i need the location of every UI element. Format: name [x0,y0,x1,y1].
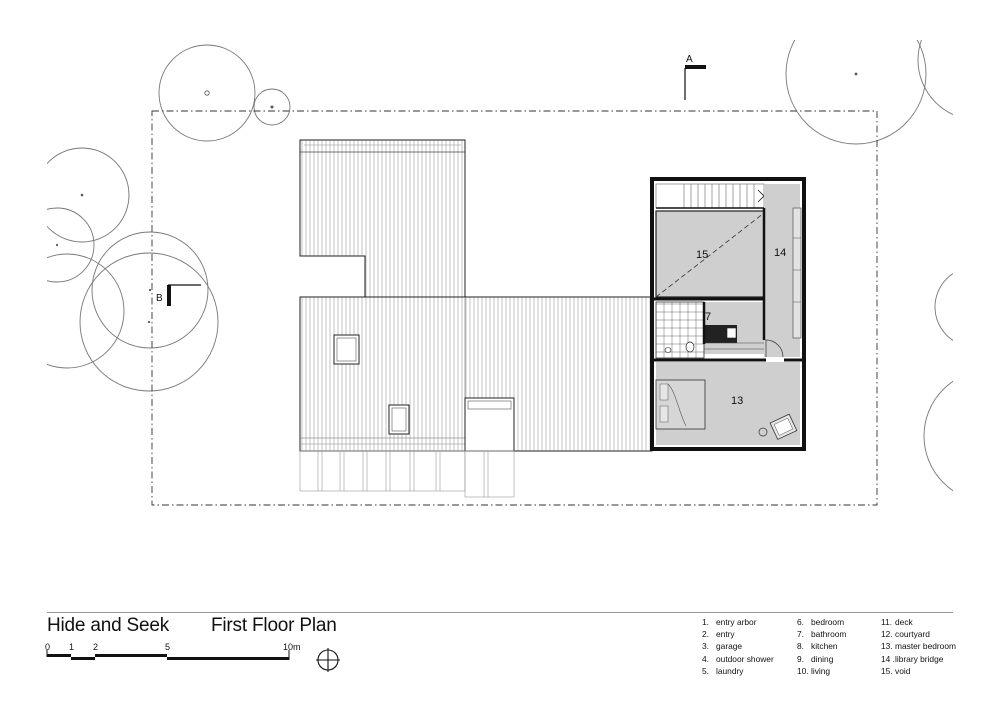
legend-label: master bedroom [895,641,956,652]
legend-label: garage [716,641,743,652]
scale-label: 2 [93,642,99,652]
tree-canopy [47,253,125,369]
legend-label: bedroom [811,617,845,627]
void-room [655,210,765,298]
legend-item: 13.master bedroom [881,640,956,652]
roof-opening [464,397,515,452]
legend-number: 12. [881,629,893,640]
legend-column: 1. entry arbor 2. entry 3. garage 4. outdoor sh… [702,616,774,677]
tree-canopy [934,273,953,341]
legend-number: 14 . [881,653,895,664]
roof-areas [299,139,653,452]
tree-canopy [923,380,953,492]
legend-label: entry arbor [716,617,757,627]
tree-trunks [55,72,858,324]
scale-label: 10m [283,642,301,652]
stair [655,183,765,209]
legend-number: 2. [702,629,709,640]
trees [47,40,953,492]
scale-bar [46,650,290,660]
legend-number: 9. [797,653,804,664]
legend-item: 10.living [797,665,846,677]
tree-canopy [47,207,95,283]
tree-canopy [785,40,927,145]
sheet-title: First Floor Plan [211,615,337,636]
legend-item: 7. bathroom [797,628,846,640]
first-floor-rooms [650,177,806,451]
legend-label: void [895,665,911,676]
shower-tiles [655,301,705,359]
tree-canopy [91,231,209,349]
section-marker-b [167,284,201,306]
section-label-a: A [686,54,693,65]
section-marker-a [684,65,706,100]
legend-item: 6. bedroom [797,616,846,628]
room-number-void: 15 [696,249,708,261]
legend-number: 7. [797,629,804,640]
legend-item: 4. outdoor shower [702,653,774,665]
skylight [333,334,360,365]
legend-number: 15. [881,665,893,676]
legend-label: entry [716,629,735,640]
tree-canopy [47,147,130,243]
scale-label: 1 [69,642,75,652]
legend-item: 1. entry arbor [702,616,774,628]
title-rule [47,612,953,613]
entry-arbor [299,450,515,498]
legend-number: 11. [881,617,893,627]
north-symbol-icon [316,648,340,672]
legend-label: library bridge [895,653,944,664]
legend-item: 12.courtyard [881,628,956,640]
legend-label: kitchen [811,641,838,652]
toilet [685,341,695,353]
legend-label: courtyard [895,629,930,640]
legend-number: 1. [702,617,709,627]
legend-label: laundry [716,665,744,676]
section-label-b: B [156,293,163,304]
room-number-master-bedroom: 13 [731,395,743,407]
legend-item: 3. garage [702,640,774,652]
legend-item: 5. laundry [702,665,774,677]
armchair [769,413,798,440]
legend-item: 9. dining [797,653,846,665]
legend-item: 8. kitchen [797,640,846,652]
room-number-library-bridge: 14 [774,247,786,259]
side-table [758,427,768,437]
legend-number: 6. [797,617,804,627]
scale-label: 5 [165,642,171,652]
scale-label: 0 [45,642,51,652]
legend-number: 10. [797,665,809,676]
legend-label: deck [895,617,913,627]
legend-item: 2. entry [702,628,774,640]
tree-canopy [917,40,953,116]
legend-item: 11.deck [881,616,956,628]
tree-canopy [79,252,219,392]
project-title: Hide and Seek [47,615,170,636]
skylight [388,404,410,435]
legend-label: outdoor shower [716,653,774,664]
legend-label: living [811,665,831,676]
tree-canopy [158,44,256,142]
legend-number: 4. [702,653,709,664]
room-number-bathroom: 7 [705,311,711,323]
legend-item: 15.void [881,665,956,677]
legend-item: 14 .library bridge [881,653,956,665]
legend-number: 8. [797,641,804,652]
legend-number: 5. [702,665,709,676]
tree-canopy [253,88,291,126]
legend-number: 13. [881,641,893,652]
legend-label: bathroom [811,629,847,640]
legend-label: dining [811,653,834,664]
legend-number: 3. [702,641,709,652]
site-boundary [151,110,878,506]
bookshelf [792,207,802,339]
